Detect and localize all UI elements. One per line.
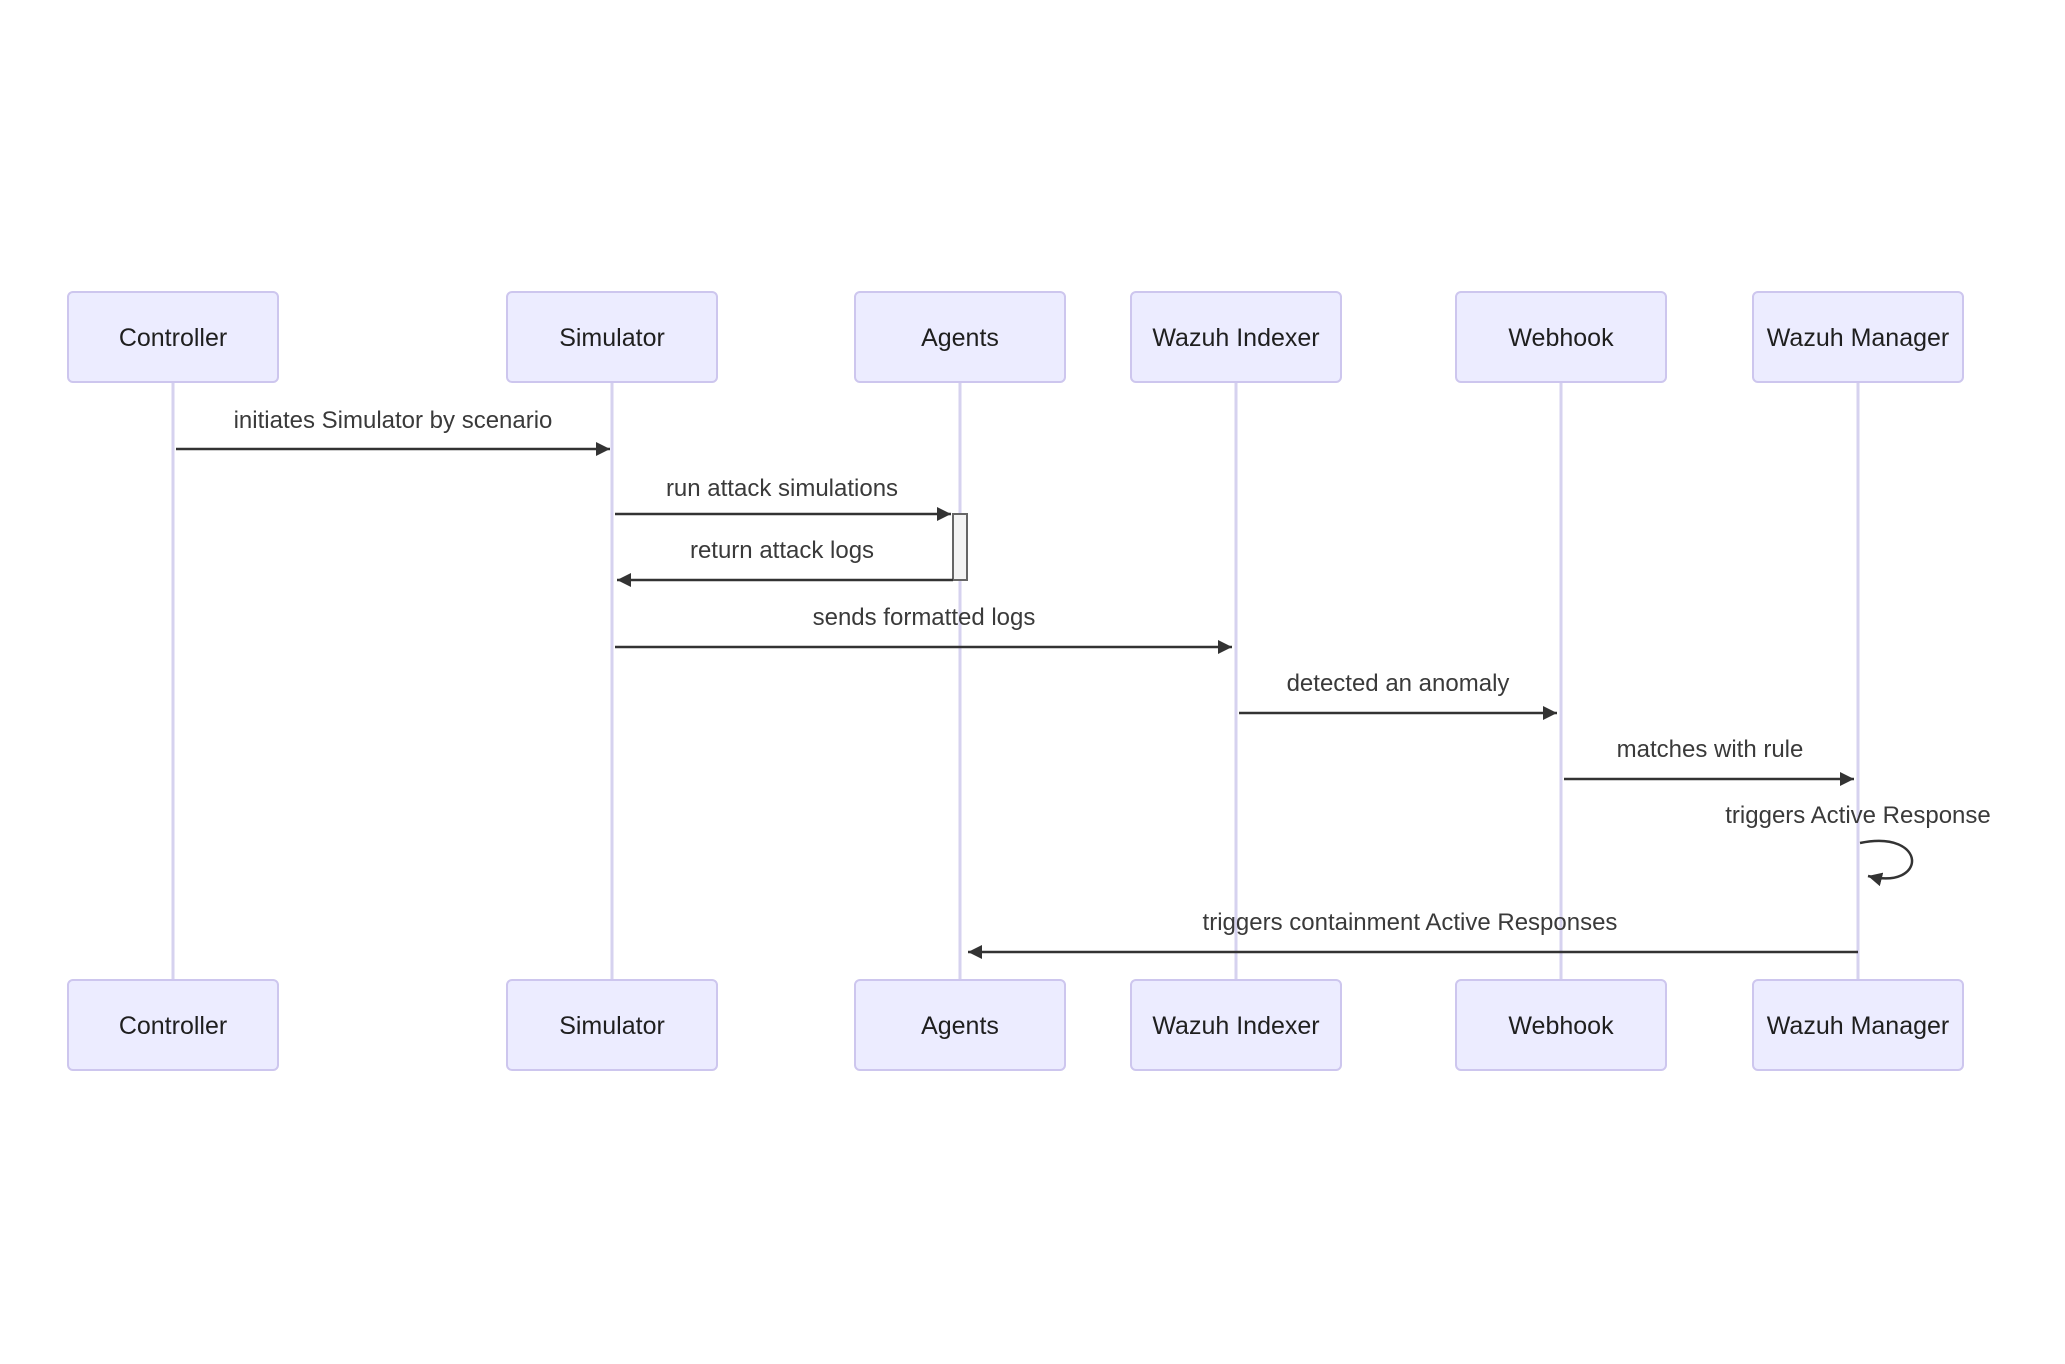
message-run-attack-simulations: run attack simulations bbox=[615, 475, 951, 521]
actor-label: Wazuh Indexer bbox=[1152, 1012, 1319, 1040]
actor-label: Webhook bbox=[1508, 1012, 1614, 1040]
message-triggers-containment: triggers containment Active Responses bbox=[968, 909, 1858, 959]
message-self-arrow bbox=[1859, 839, 1914, 887]
message-label: initiates Simulator by scenario bbox=[234, 407, 553, 434]
activation-bar-agents bbox=[952, 513, 968, 581]
actor-box bbox=[67, 979, 279, 1071]
message-matches-with-rule: matches with rule bbox=[1564, 736, 1854, 786]
actor-box bbox=[506, 291, 718, 383]
actor-box bbox=[67, 291, 279, 383]
actor-box bbox=[1752, 979, 1964, 1071]
actor-label: Controller bbox=[119, 1012, 227, 1040]
message-detected-an-anomaly: detected an anomaly bbox=[1239, 670, 1557, 720]
message-label: run attack simulations bbox=[666, 475, 898, 502]
actor-top-wazuh-manager: Wazuh Manager bbox=[1752, 291, 1964, 383]
actor-top-simulator: Simulator bbox=[506, 291, 718, 383]
message-label: matches with rule bbox=[1617, 736, 1804, 763]
actor-box bbox=[854, 291, 1066, 383]
message-label: detected an anomaly bbox=[1287, 670, 1510, 697]
actor-bottom-wazuh-indexer: Wazuh Indexer bbox=[1130, 979, 1342, 1071]
actor-box bbox=[1130, 291, 1342, 383]
message-label: return attack logs bbox=[690, 537, 874, 564]
actor-label: Wazuh Indexer bbox=[1152, 324, 1319, 352]
actor-top-wazuh-indexer: Wazuh Indexer bbox=[1130, 291, 1342, 383]
message-triggers-active-response: triggers Active Response bbox=[1725, 802, 1991, 887]
actor-label: Controller bbox=[119, 324, 227, 352]
actor-label: Wazuh Manager bbox=[1767, 324, 1950, 352]
message-label: triggers containment Active Responses bbox=[1203, 909, 1618, 936]
actor-box bbox=[506, 979, 718, 1071]
actor-box bbox=[1455, 979, 1667, 1071]
message-label: sends formatted logs bbox=[813, 604, 1036, 631]
actor-label: Wazuh Manager bbox=[1767, 1012, 1950, 1040]
actor-label: Webhook bbox=[1508, 324, 1614, 352]
actor-top-agents: Agents bbox=[854, 291, 1066, 383]
actor-bottom-wazuh-manager: Wazuh Manager bbox=[1752, 979, 1964, 1071]
actor-bottom-controller: Controller bbox=[67, 979, 279, 1071]
actor-bottom-agents: Agents bbox=[854, 979, 1066, 1071]
actor-box bbox=[1130, 979, 1342, 1071]
actor-top-controller: Controller bbox=[67, 291, 279, 383]
message-sends-formatted-logs: sends formatted logs bbox=[615, 604, 1232, 654]
actor-bottom-simulator: Simulator bbox=[506, 979, 718, 1071]
actor-box bbox=[1752, 291, 1964, 383]
actor-box bbox=[854, 979, 1066, 1071]
actor-label: Simulator bbox=[559, 1012, 665, 1040]
message-return-attack-logs: return attack logs bbox=[617, 537, 953, 587]
actor-label: Agents bbox=[921, 1012, 999, 1040]
actor-label: Agents bbox=[921, 324, 999, 352]
actor-top-webhook: Webhook bbox=[1455, 291, 1667, 383]
message-initiates-simulator: initiates Simulator by scenario bbox=[176, 407, 610, 456]
message-label: triggers Active Response bbox=[1725, 802, 1990, 829]
actor-bottom-webhook: Webhook bbox=[1455, 979, 1667, 1071]
actor-label: Simulator bbox=[559, 324, 665, 352]
actor-box bbox=[1455, 291, 1667, 383]
